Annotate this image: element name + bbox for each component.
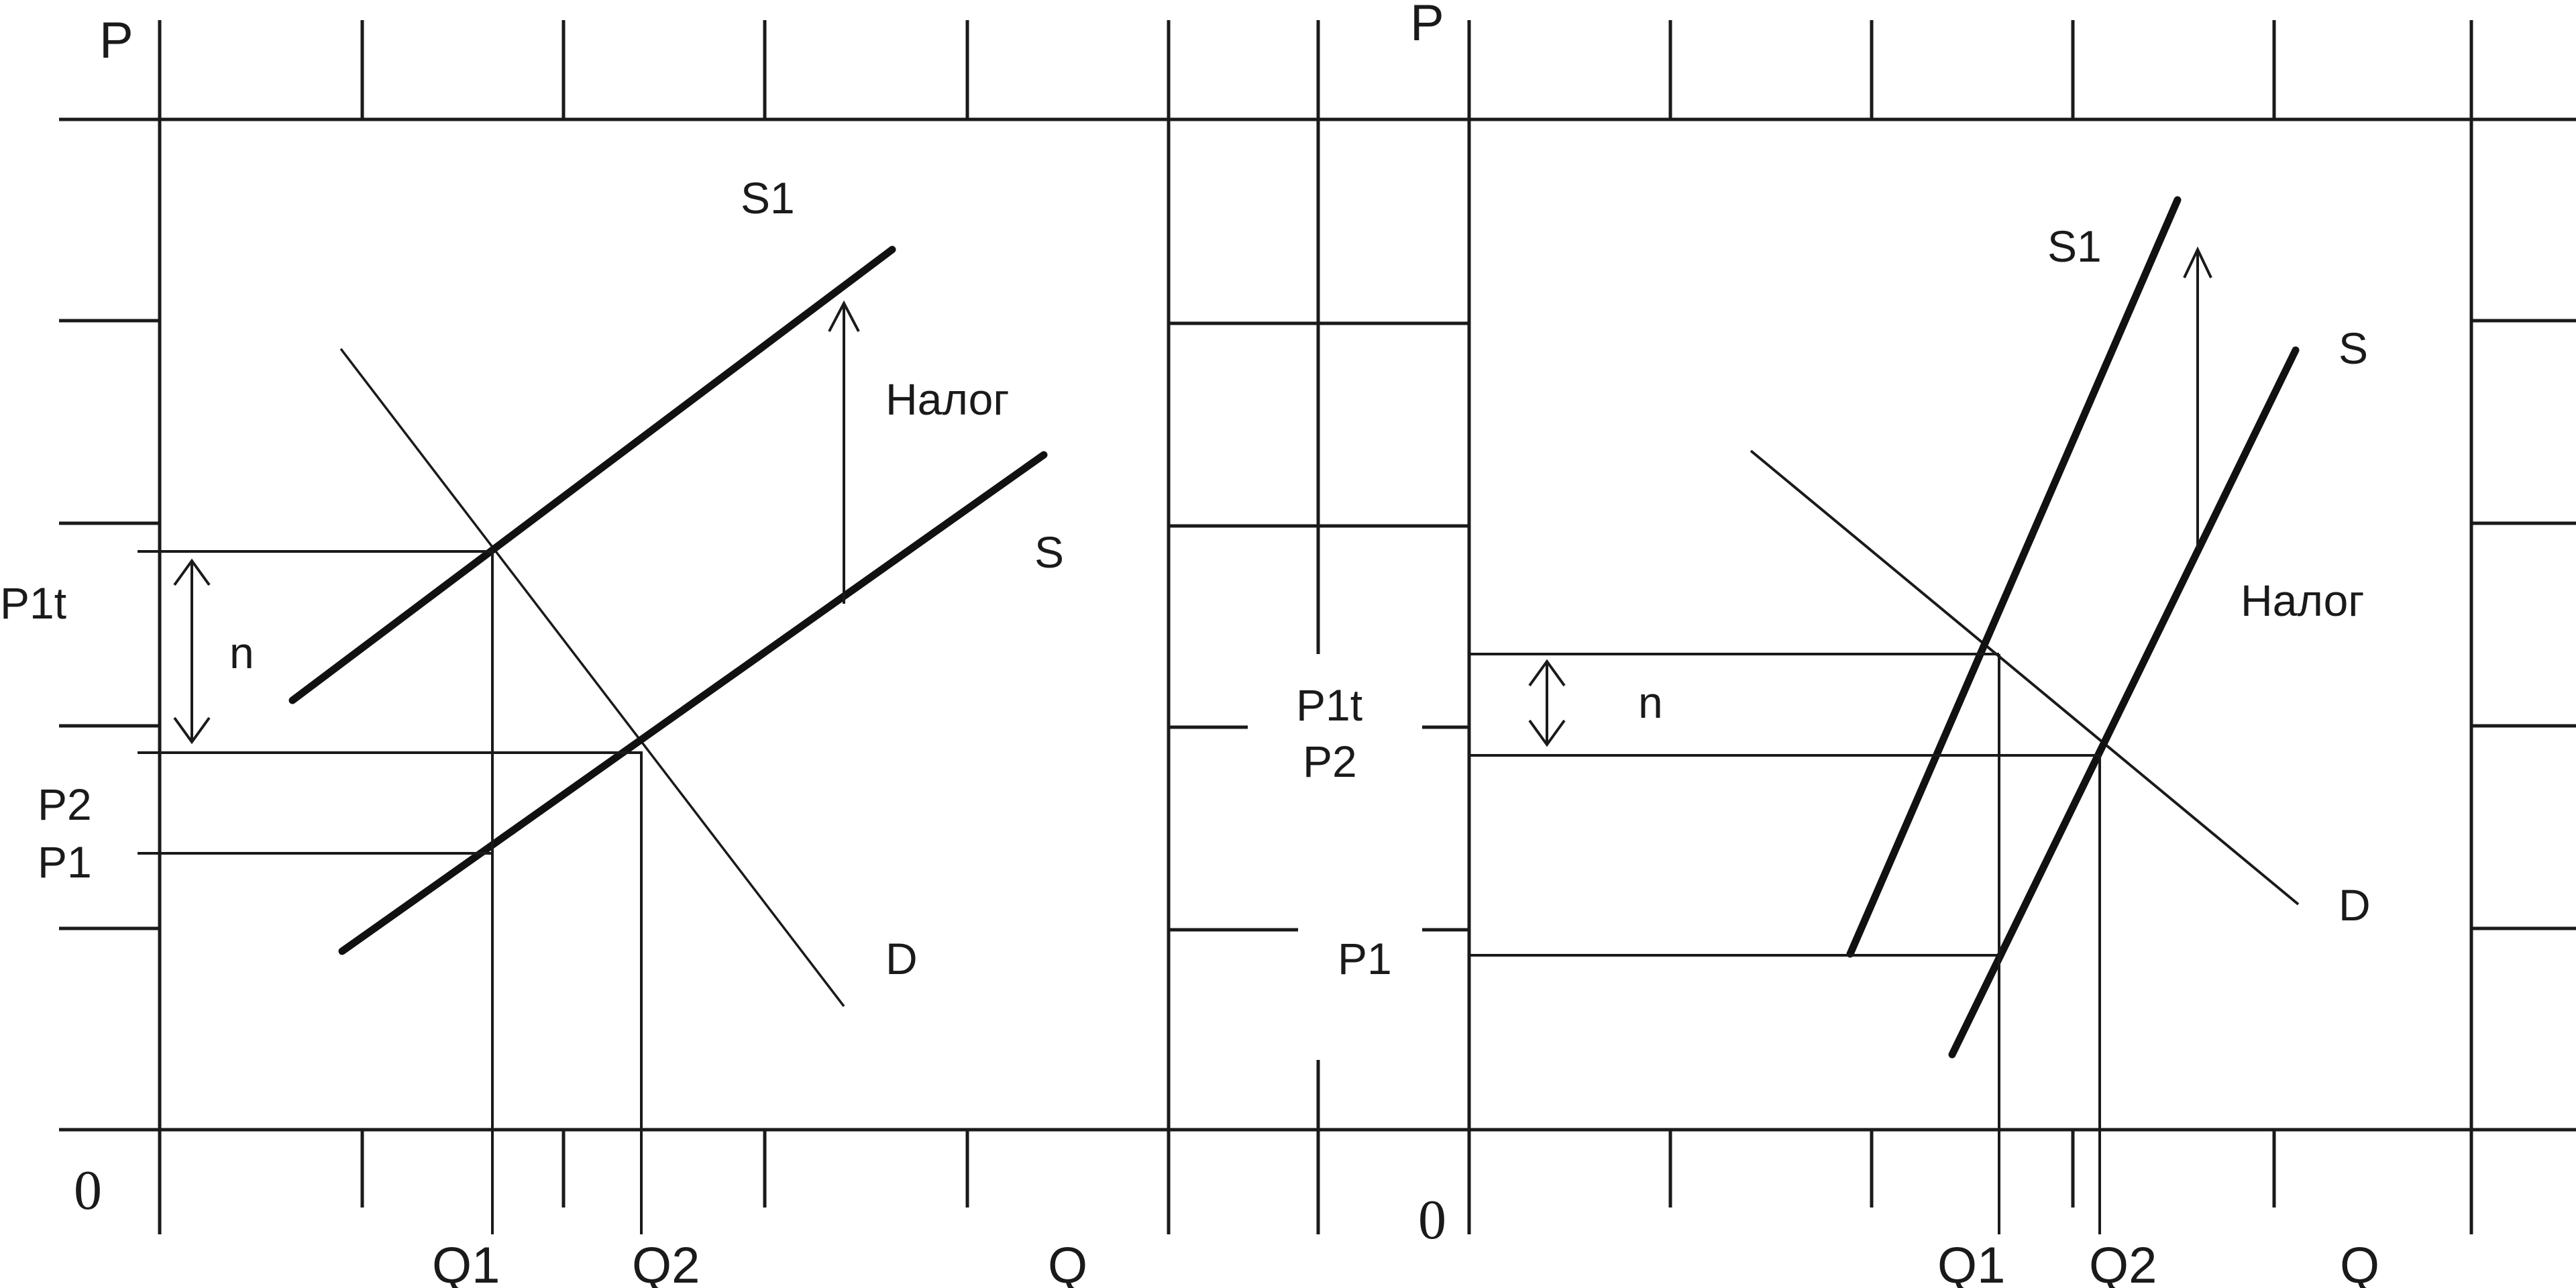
left-q2-label: Q2 [632,1237,700,1288]
left-quantity-axis-label: Q [1048,1237,1087,1288]
left-origin-label: 0 [74,1159,102,1222]
left-demand-label: D [885,934,918,983]
left-demand-curve [339,347,845,1008]
left-supply-tax-curve [288,246,896,704]
left-p1-label: P1 [38,837,92,887]
right-supply-tax-curve [1846,196,2182,958]
left-p1t-label: P1t [0,578,66,628]
right-origin-label: 0 [1418,1189,1446,1251]
right-price-axis-label: P [1410,0,1444,52]
background-grid [59,20,2576,1234]
left-tax-label: Налог [885,374,1009,424]
right-tax-band-arrow [1528,659,1566,747]
left-price-axis-label: P [99,12,133,69]
right-p1-label: P1 [1338,934,1392,983]
left-p2-label: P2 [38,780,92,829]
right-p1t-label: P1t [1296,680,1362,730]
right-panel: P Q 0 S1 S Налог D n P1t P2 P1 Q1 Q2 [1296,0,2379,1288]
right-supply-curve [1948,346,2300,1059]
right-q1-label: Q1 [1937,1237,2005,1288]
left-supply-tax-label: S1 [741,173,795,223]
right-demand-label: D [2339,880,2371,930]
right-tax-arrow [2183,246,2212,549]
right-tax-label: Налог [2241,576,2364,625]
right-p2-label: P2 [1303,737,1357,786]
left-tax-band-arrow [173,558,211,745]
left-tax-band-label: n [229,628,254,678]
left-panel: P Q 0 S1 Налог S D n P1t P2 P1 Q1 Q2 [0,12,1087,1288]
left-supply-label: S [1034,527,1064,577]
right-supply-tax-label: S1 [2047,221,2102,271]
right-q2-label: Q2 [2089,1237,2157,1288]
right-demand-curve [1750,449,2300,906]
left-supply-curve [338,451,1048,955]
left-q1-label: Q1 [432,1237,500,1288]
left-tax-arrow [828,300,860,604]
right-tax-band-label: n [1638,678,1663,727]
right-supply-label: S [2339,323,2368,373]
right-quantity-axis-label: Q [2340,1237,2379,1288]
